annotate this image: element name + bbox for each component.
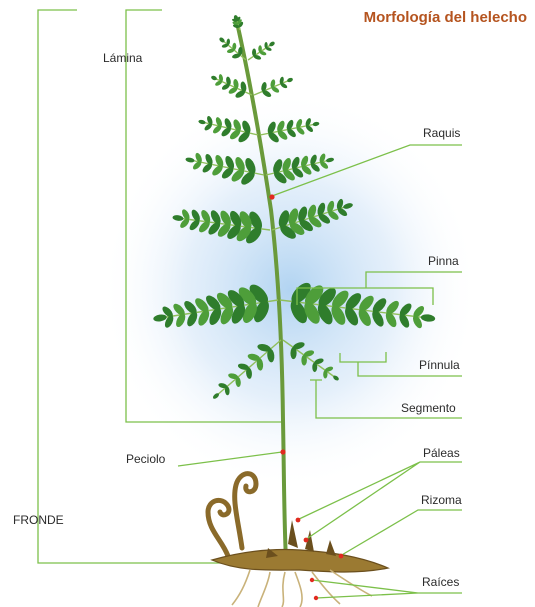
- pinna-tip: [210, 75, 217, 81]
- marker-raices-1: [310, 578, 314, 582]
- leader-rizoma: [340, 510, 462, 556]
- background-glow: [100, 90, 480, 490]
- label-rizoma: Rizoma: [421, 493, 462, 507]
- label-raices: Raíces: [422, 575, 459, 589]
- fiddlehead-icon: [208, 474, 256, 556]
- marker-raices-2: [314, 596, 318, 600]
- label-paleas: Páleas: [423, 446, 460, 460]
- label-pinnula: Pínnula: [419, 358, 460, 372]
- marker-rizoma: [339, 554, 344, 559]
- marker-peciolo: [280, 449, 285, 454]
- pinna-tip: [286, 77, 293, 83]
- label-peciolo: Peciolo: [126, 452, 165, 466]
- roots-icon: [232, 570, 372, 607]
- label-fronde: FRONDE: [13, 513, 64, 527]
- label-segmento: Segmento: [401, 401, 456, 415]
- rizoma-icon: [212, 549, 388, 572]
- marker-paleas-1: [296, 518, 301, 523]
- diagram-title: Morfología del helecho: [364, 9, 527, 26]
- marker-paleas-2: [304, 538, 309, 543]
- label-raquis: Raquis: [423, 126, 460, 140]
- label-lamina: Lámina: [103, 51, 142, 65]
- label-pinna: Pinna: [428, 254, 459, 268]
- marker-raquis: [269, 194, 274, 199]
